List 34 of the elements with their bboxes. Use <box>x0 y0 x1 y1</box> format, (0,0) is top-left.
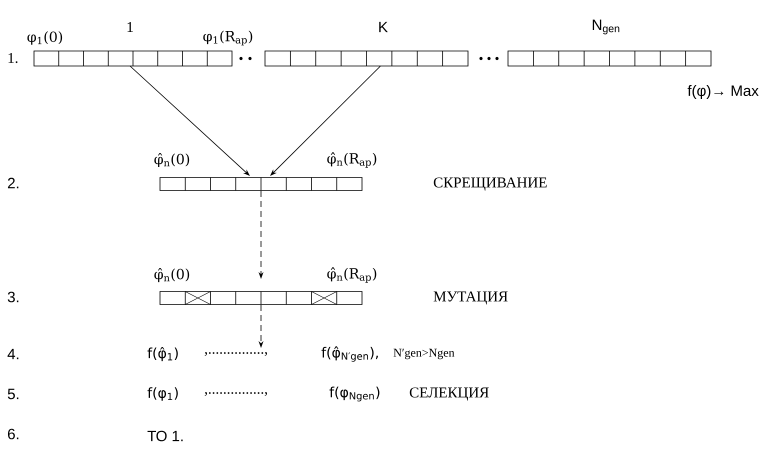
condition-text: N′gen>Ngen <box>394 348 454 360</box>
gene-label: φ̂$_{n}$(0) <box>154 152 190 168</box>
chromosome-number: 1 <box>128 22 133 32</box>
chromosome-bar <box>508 50 712 66</box>
step-number: 3. <box>8 292 18 302</box>
step-title: СКРЕЩИВАНИЕ <box>434 177 547 191</box>
formula-text: f(φ$_{Ngen}$) <box>330 386 380 402</box>
step-title: МУТАЦИЯ <box>434 291 508 305</box>
step-number: 6. <box>8 428 18 440</box>
dotted-text: ,..............., <box>204 392 267 396</box>
arrow <box>130 66 250 176</box>
chromosome-bar <box>160 177 362 191</box>
step-number: 4. <box>8 348 18 360</box>
step-number: 1. <box>8 52 18 64</box>
gene-label: φ$_{1}$(R$_{ap}$) <box>203 30 252 46</box>
dotted-text: ,..............., <box>204 352 267 356</box>
gene-label: φ̂$_{n}$(0) <box>154 268 190 282</box>
arrow <box>270 66 381 176</box>
chromosome-bar <box>264 50 468 66</box>
objective-text: f(φ)→ Max <box>688 85 759 99</box>
gene-label: φ̂$_{n}$(R$_{ap}$) <box>327 267 376 283</box>
chromosome-number: K <box>379 22 388 32</box>
gene-label: φ$_{1}$(0) <box>27 31 62 45</box>
step-text: ТО 1. <box>148 430 183 442</box>
formula-text: f(φ̂$_{1}$) <box>148 346 178 362</box>
formula-text: f(φ$_{1}$) <box>148 387 178 401</box>
chromosome-number: N$_{gen}$ <box>592 20 620 34</box>
chromosome-bar <box>160 291 362 305</box>
step-title: СЕЛЕКЦИЯ <box>410 387 489 401</box>
chromosome-bar <box>34 50 232 66</box>
step-number: 2. <box>8 178 18 188</box>
step-number: 5. <box>8 388 18 400</box>
gene-label: φ̂$_{n}$(R$_{ap}$) <box>327 152 376 168</box>
formula-text: f(φ̂$_{N′gen}$), <box>322 346 378 362</box>
